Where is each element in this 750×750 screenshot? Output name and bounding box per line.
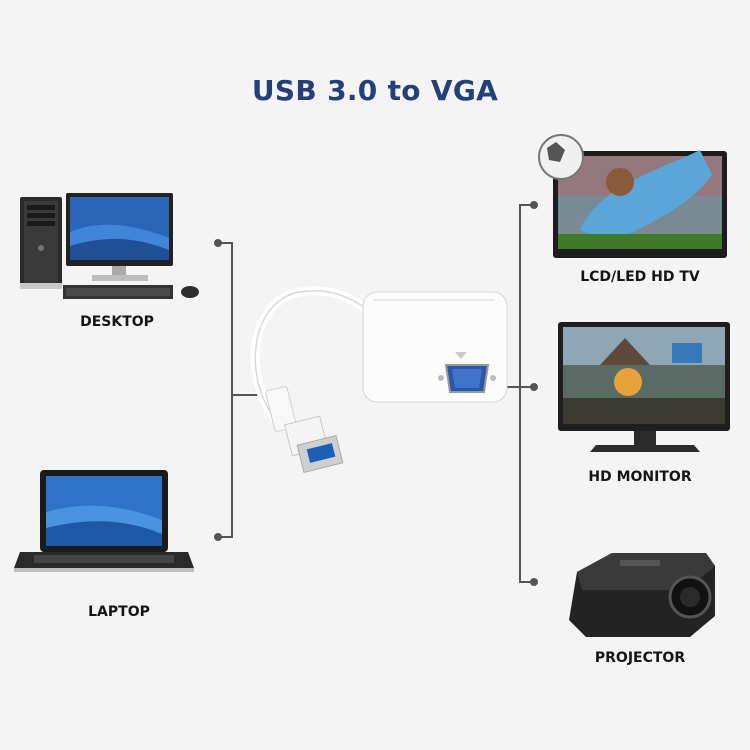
usb-vga-adapter-icon: [250, 286, 508, 474]
connector-dot-tv: [530, 201, 538, 209]
label-projector: PROJECTOR: [594, 650, 686, 666]
desktop-computer-icon: [20, 193, 199, 299]
connector-dot-monitor: [530, 383, 538, 391]
label-desktop: DESKTOP: [80, 314, 154, 330]
source-connector: [218, 242, 262, 538]
connector-dot-laptop: [214, 533, 222, 541]
connector-dot-projector: [530, 578, 538, 586]
projector-icon: [569, 553, 715, 637]
connector-dot-desktop: [214, 239, 222, 247]
label-laptop: LAPTOP: [88, 604, 150, 620]
monitor-icon: [558, 322, 730, 452]
page-title: USB 3.0 to VGA: [251, 74, 499, 107]
label-monitor: HD MONITOR: [588, 469, 692, 485]
tv-icon: [538, 134, 727, 258]
label-tv: LCD/LED HD TV: [580, 269, 700, 285]
laptop-icon: [14, 470, 194, 572]
